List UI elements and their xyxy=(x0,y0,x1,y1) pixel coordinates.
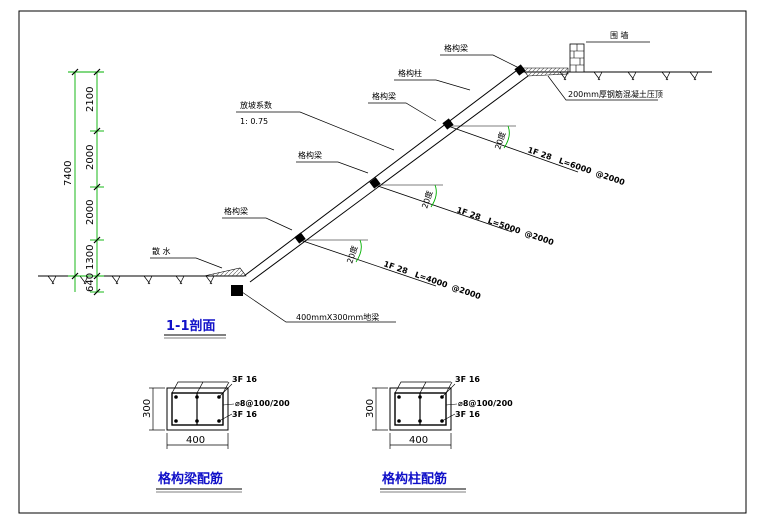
dimension-ticks xyxy=(71,68,101,296)
beam-width: 400 xyxy=(186,435,205,446)
beam-section-outline xyxy=(166,387,229,431)
label-beam-top: 格构梁 xyxy=(444,43,468,53)
label-slope-ratio: 1: 0.75 xyxy=(240,117,268,126)
angle-arc-1 xyxy=(503,125,510,149)
svg-text:@2000: @2000 xyxy=(450,283,482,302)
svg-text:1F 28: 1F 28 xyxy=(526,145,553,162)
anchor-spec-2: 1F 28 L=5000 @2000 xyxy=(455,205,555,247)
column-stirrup-spec: ⌀8@100/200 xyxy=(458,399,513,408)
dim-seg-3: 2000 xyxy=(85,200,96,225)
ground-hatch-left xyxy=(47,275,215,285)
column-top-bars: 3F 16 xyxy=(455,375,480,384)
label-slope: 放坡系数 xyxy=(240,100,272,110)
angle-arc-3 xyxy=(355,239,362,263)
svg-text:L=4000: L=4000 xyxy=(414,270,450,290)
beam-dim-lines xyxy=(149,387,229,449)
svg-text:L=5000: L=5000 xyxy=(487,216,523,236)
column-leaders xyxy=(441,383,458,422)
column-bottom-bars: 3F 16 xyxy=(455,410,480,419)
beam-depth-lines xyxy=(171,381,230,394)
dim-seg-2: 2000 xyxy=(85,145,96,170)
svg-text:@2000: @2000 xyxy=(523,229,555,248)
column-rebar-detail: 3F 16 ⌀8@100/200 3F 16 300 400 格构柱配筋 xyxy=(365,375,513,493)
label-column: 格构柱 xyxy=(398,68,422,78)
beam-leaders xyxy=(218,383,235,422)
beam-detail-title: 格构梁配筋 xyxy=(158,471,223,487)
column-section-outline xyxy=(389,387,452,431)
anchor-spec-3: 1F 28 L=4000 @2000 xyxy=(382,259,482,301)
svg-text:@2000: @2000 xyxy=(594,169,626,188)
beam-height: 300 xyxy=(142,399,153,418)
beam-top-bars: 3F 16 xyxy=(232,375,257,384)
anchor-line-2 xyxy=(374,184,513,233)
slope-line-upper xyxy=(243,67,521,277)
slope-line-lower xyxy=(249,75,529,283)
cap-hatch xyxy=(521,67,569,77)
leader-lines xyxy=(150,41,658,323)
column-dim-lines xyxy=(372,387,452,449)
angle-label-1: 20度 xyxy=(492,130,507,150)
svg-text:1F 28: 1F 28 xyxy=(455,205,482,222)
label-wall: 围 墙 xyxy=(610,30,629,40)
beam-rebar-detail: 3F 16 ⌀8@100/200 3F 16 300 400 格构梁配筋 xyxy=(142,375,290,493)
wall-icon xyxy=(569,43,585,73)
section-1-1: 20度 20度 20度 1F 28 L=6000 @2000 1F 28 L=5… xyxy=(38,30,712,339)
column-width: 400 xyxy=(409,435,428,446)
anchor-line-3 xyxy=(299,239,437,287)
svg-text:1F 28: 1F 28 xyxy=(382,259,409,276)
dim-seg-4: 1300 xyxy=(85,245,96,270)
dim-below: 640 xyxy=(85,273,96,292)
angle-arc-2 xyxy=(430,184,437,208)
ground-hatch-right xyxy=(559,71,699,81)
beam-node-3 xyxy=(442,118,454,130)
dim-seg-1: 2100 xyxy=(85,87,96,112)
column-detail-title: 格构柱配筋 xyxy=(382,471,447,487)
beam-stirrup-spec: ⌀8@100/200 xyxy=(235,399,290,408)
column-height: 300 xyxy=(365,399,376,418)
label-drain: 散 水 xyxy=(152,246,171,256)
drawing-frame xyxy=(18,10,747,514)
angle-label-2: 20度 xyxy=(419,189,434,209)
ground-beam-block xyxy=(231,285,243,296)
beam-bottom-bars: 3F 16 xyxy=(232,410,257,419)
dim-total: 7400 xyxy=(63,161,74,186)
label-cap-layer: 200mm厚钢筋混凝土压顶 xyxy=(568,89,663,99)
drain-hatch xyxy=(203,267,247,277)
label-beam-low: 格构梁 xyxy=(224,206,248,216)
anchor-line-1 xyxy=(447,125,579,173)
beam-node-top xyxy=(514,64,526,76)
label-beam-mid1: 格构梁 xyxy=(298,150,322,160)
label-ground-beam: 400mmX300mm地梁 xyxy=(296,312,379,322)
label-beam-mid2: 格构梁 xyxy=(372,91,396,101)
anchor-spec-1: 1F 28 L=6000 @2000 xyxy=(526,145,626,187)
section-title: 1-1剖面 xyxy=(166,318,216,334)
column-depth-lines xyxy=(394,381,453,394)
svg-text:L=6000: L=6000 xyxy=(558,156,594,176)
angle-label-3: 20度 xyxy=(344,244,359,264)
